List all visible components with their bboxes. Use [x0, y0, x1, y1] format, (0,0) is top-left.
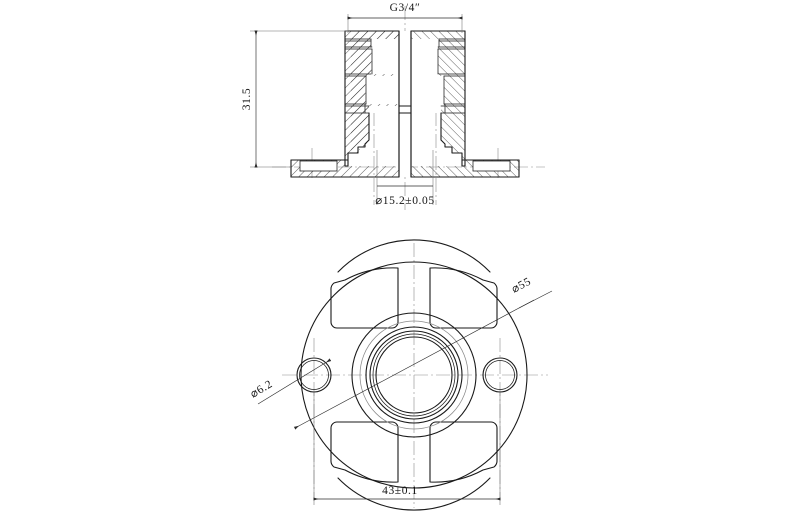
outer-diameter-label: ⌀55 — [510, 276, 533, 296]
section-voids — [300, 31, 510, 177]
plan-outer-body — [300, 261, 528, 489]
plan-web-pockets — [330, 267, 498, 483]
bottom-plan-view: ⌀55 ⌀6.2 43±0.1 — [248, 239, 553, 511]
dimension-hole-diameter: ⌀6.2 — [248, 358, 332, 405]
hole-diameter-label: ⌀6.2 — [248, 378, 274, 400]
hole-spacing-label: 43±0.1 — [382, 485, 418, 497]
dimension-hole-spacing: 43±0.1 — [313, 392, 501, 505]
dimension-bore-diameter: ⌀15.2±0.05 — [375, 150, 435, 207]
plan-view-centerlines — [282, 243, 548, 508]
sectional-front-view: G3/4″ 31.5 ⌀15.2±0.05 — [241, 2, 545, 210]
overall-height-label: 31.5 — [241, 88, 253, 111]
section-outline — [290, 30, 520, 178]
dimension-thread-size: G3/4″ — [347, 2, 463, 33]
plan-center-boss — [351, 312, 477, 438]
bore-diameter-label: ⌀15.2±0.05 — [375, 195, 435, 207]
dimension-overall-height: 31.5 — [241, 30, 348, 168]
plan-cross-body — [337, 239, 491, 511]
dimension-outer-diameter: ⌀55 — [293, 276, 553, 430]
thread-size-label: G3/4″ — [390, 2, 421, 14]
